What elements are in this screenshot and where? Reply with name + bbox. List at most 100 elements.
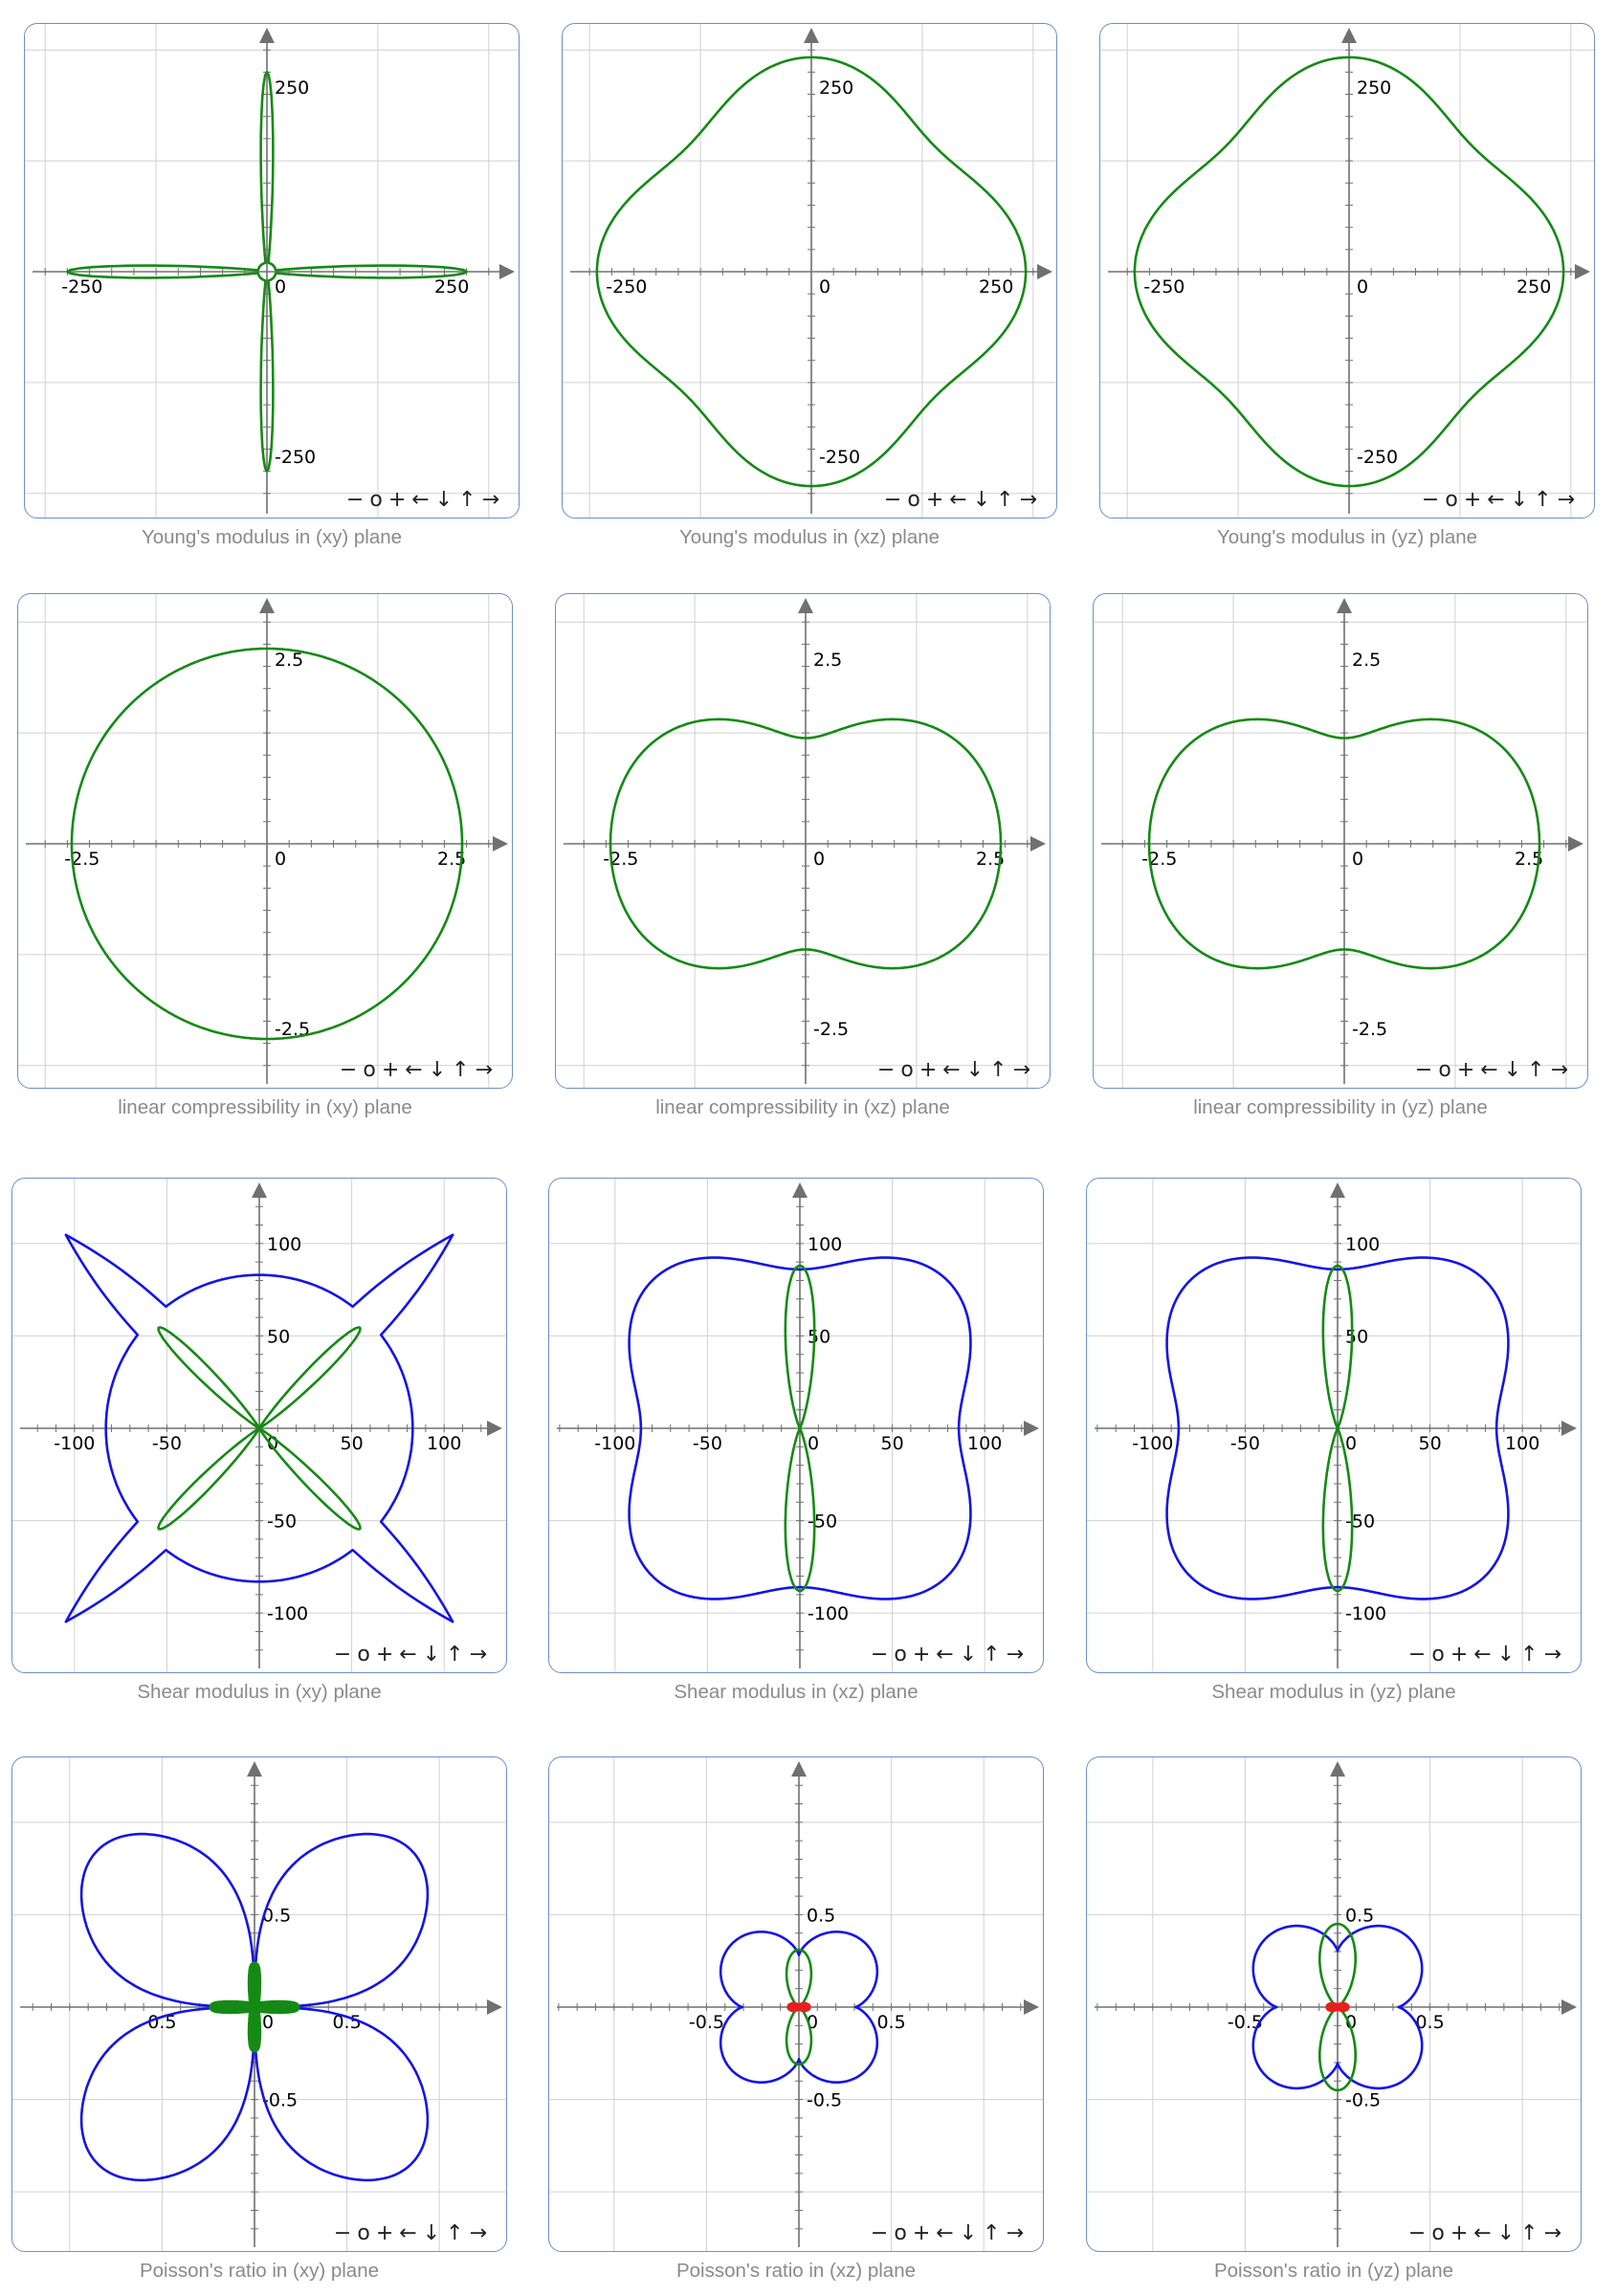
pan-down-button[interactable]: ↓ (434, 488, 459, 512)
zoom-in-button[interactable]: + (1456, 1058, 1481, 1082)
reset-button[interactable]: o (363, 1058, 382, 1082)
pan-down-button[interactable]: ↓ (1496, 2221, 1521, 2245)
zoom-out-button[interactable]: − (1407, 2221, 1432, 2245)
reset-button[interactable]: o (894, 2221, 913, 2245)
zoom-in-button[interactable]: + (375, 2221, 400, 2245)
reset-button[interactable]: o (894, 1643, 913, 1667)
pan-up-button[interactable]: ↑ (452, 1058, 476, 1082)
pan-right-button[interactable]: → (1012, 1058, 1036, 1082)
zoom-in-button[interactable]: + (381, 1058, 406, 1082)
pan-down-button[interactable]: ↓ (1503, 1058, 1528, 1082)
zoom-out-button[interactable]: − (333, 2221, 358, 2245)
zoom-out-button[interactable]: − (345, 488, 370, 512)
pan-right-button[interactable]: → (469, 1643, 493, 1667)
pan-left-button[interactable]: ← (405, 1058, 429, 1082)
zoom-out-button[interactable]: − (876, 1058, 901, 1082)
zoom-in-button[interactable]: + (1450, 2221, 1474, 2245)
pan-left-button[interactable]: ← (1487, 488, 1511, 512)
pan-down-button[interactable]: ↓ (972, 488, 997, 512)
zoom-out-button[interactable]: − (339, 1058, 364, 1082)
pan-up-button[interactable]: ↑ (983, 2221, 1007, 2245)
x-tick-label: 0 (262, 2012, 274, 2033)
pan-left-button[interactable]: ← (1473, 1643, 1497, 1667)
pan-right-button[interactable]: → (469, 2221, 493, 2245)
pan-left-button[interactable]: ← (411, 488, 435, 512)
zoom-out-button[interactable]: − (333, 1643, 358, 1667)
reset-button[interactable]: o (357, 1643, 376, 1667)
pan-up-button[interactable]: ↑ (446, 1643, 470, 1667)
pan-left-button[interactable]: ← (949, 488, 973, 512)
pan-left-button[interactable]: ← (936, 1643, 960, 1667)
pan-right-button[interactable]: → (475, 1058, 498, 1082)
pan-up-button[interactable]: ↑ (983, 1643, 1007, 1667)
pan-left-button[interactable]: ← (1473, 2221, 1497, 2245)
pan-right-button[interactable]: → (1550, 1058, 1574, 1082)
pan-left-button[interactable]: ← (399, 1643, 423, 1667)
pan-down-button[interactable]: ↓ (959, 2221, 984, 2245)
reset-button[interactable]: o (1431, 2221, 1450, 2245)
zoom-out-button[interactable]: − (870, 2221, 895, 2245)
pan-down-button[interactable]: ↓ (965, 1058, 990, 1082)
pan-up-button[interactable]: ↑ (996, 488, 1020, 512)
reset-button[interactable]: o (369, 488, 388, 512)
pan-up-button[interactable]: ↑ (1534, 488, 1558, 512)
pan-down-button[interactable]: ↓ (959, 1643, 984, 1667)
pan-down-button[interactable]: ↓ (428, 1058, 453, 1082)
x-tick-label: -100 (594, 1433, 635, 1454)
pan-right-button[interactable]: → (481, 488, 505, 512)
zoom-in-button[interactable]: + (375, 1643, 400, 1667)
pan-left-button[interactable]: ← (1480, 1058, 1504, 1082)
reset-button[interactable]: o (1431, 1643, 1450, 1667)
pan-up-button[interactable]: ↑ (458, 488, 482, 512)
pan-up-button[interactable]: ↑ (446, 2221, 470, 2245)
zoom-in-button[interactable]: + (1463, 488, 1488, 512)
zoom-in-button[interactable]: + (912, 1643, 937, 1667)
pan-down-button[interactable]: ↓ (1496, 1643, 1521, 1667)
reset-button[interactable]: o (357, 2221, 376, 2245)
reset-button[interactable]: o (900, 1058, 919, 1082)
pan-up-button[interactable]: ↑ (1527, 1058, 1551, 1082)
zoom-in-button[interactable]: + (387, 488, 412, 512)
zoom-out-button[interactable]: − (870, 1643, 895, 1667)
pan-down-button[interactable]: ↓ (422, 1643, 447, 1667)
pan-right-button[interactable]: → (1557, 488, 1581, 512)
zoom-in-button[interactable]: + (1450, 1643, 1474, 1667)
pan-down-button[interactable]: ↓ (1510, 488, 1535, 512)
zoom-in-button[interactable]: + (912, 2221, 937, 2245)
pan-up-button[interactable]: ↑ (1520, 2221, 1544, 2245)
reset-button[interactable]: o (1438, 1058, 1457, 1082)
pan-down-button[interactable]: ↓ (422, 2221, 447, 2245)
pan-left-button[interactable]: ← (942, 1058, 966, 1082)
pan-right-button[interactable]: → (1006, 2221, 1029, 2245)
zoom-in-button[interactable]: + (919, 1058, 943, 1082)
pan-right-button[interactable]: → (1019, 488, 1043, 512)
pan-right-button[interactable]: → (1543, 2221, 1567, 2245)
zoom-out-button[interactable]: − (1421, 488, 1446, 512)
zoom-out-button[interactable]: − (1407, 1643, 1432, 1667)
zoom-out-button[interactable]: − (1414, 1058, 1439, 1082)
pan-right-button[interactable]: → (1006, 1643, 1029, 1667)
pan-left-button[interactable]: ← (399, 2221, 423, 2245)
zoom-out-button[interactable]: − (883, 488, 908, 512)
pan-up-button[interactable]: ↑ (989, 1058, 1013, 1082)
reset-button[interactable]: o (907, 488, 926, 512)
zoom-in-button[interactable]: + (925, 488, 950, 512)
pan-left-button[interactable]: ← (936, 2221, 960, 2245)
x-tick-label: 250 (434, 276, 469, 298)
reset-button[interactable]: o (1445, 488, 1464, 512)
pan-right-button[interactable]: → (1543, 1643, 1567, 1667)
pan-up-button[interactable]: ↑ (1520, 1643, 1544, 1667)
